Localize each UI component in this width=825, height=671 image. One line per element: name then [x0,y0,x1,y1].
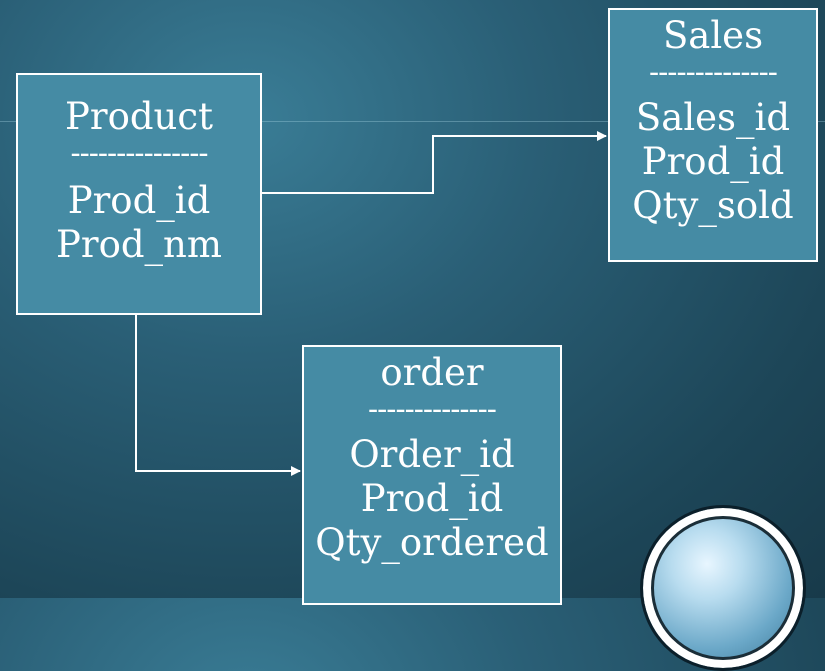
entity-field: Qty_ordered [315,521,549,564]
entity-field-list: Sales_id Prod_id Qty_sold [610,96,816,228]
entity-field: Prod_id [360,477,504,520]
entity-field: Order_id [349,433,515,476]
entity-title: Sales [662,14,764,57]
entity-field-list: Prod_id Prod_nm [18,179,260,267]
entity-sales[interactable]: Sales -------------- Sales_id Prod_id Qt… [608,8,818,262]
entity-product[interactable]: Product --------------- Prod_id Prod_nm [16,73,262,315]
entity-field: Qty_sold [632,184,794,227]
entity-order[interactable]: order -------------- Order_id Prod_id Qt… [302,345,562,605]
entity-separator: -------------- [368,395,497,425]
entity-separator: --------------- [70,139,208,169]
magnifier-icon [640,505,806,671]
connector-layer [135,131,607,476]
entity-title: order [380,351,484,394]
entity-field: Prod_id [67,179,211,222]
background-rule [0,121,825,122]
entity-field: Prod_id [641,140,785,183]
entity-separator: -------------- [649,58,778,88]
entity-field-list: Order_id Prod_id Qty_ordered [304,433,560,565]
entity-field: Prod_nm [56,223,222,266]
connector-product-to-sales [262,131,607,194]
connector-product-to-order [135,315,301,476]
diagram-canvas: Product --------------- Prod_id Prod_nm … [0,8,825,671]
entity-field: Sales_id [635,96,791,139]
entity-title: Product [65,95,213,138]
